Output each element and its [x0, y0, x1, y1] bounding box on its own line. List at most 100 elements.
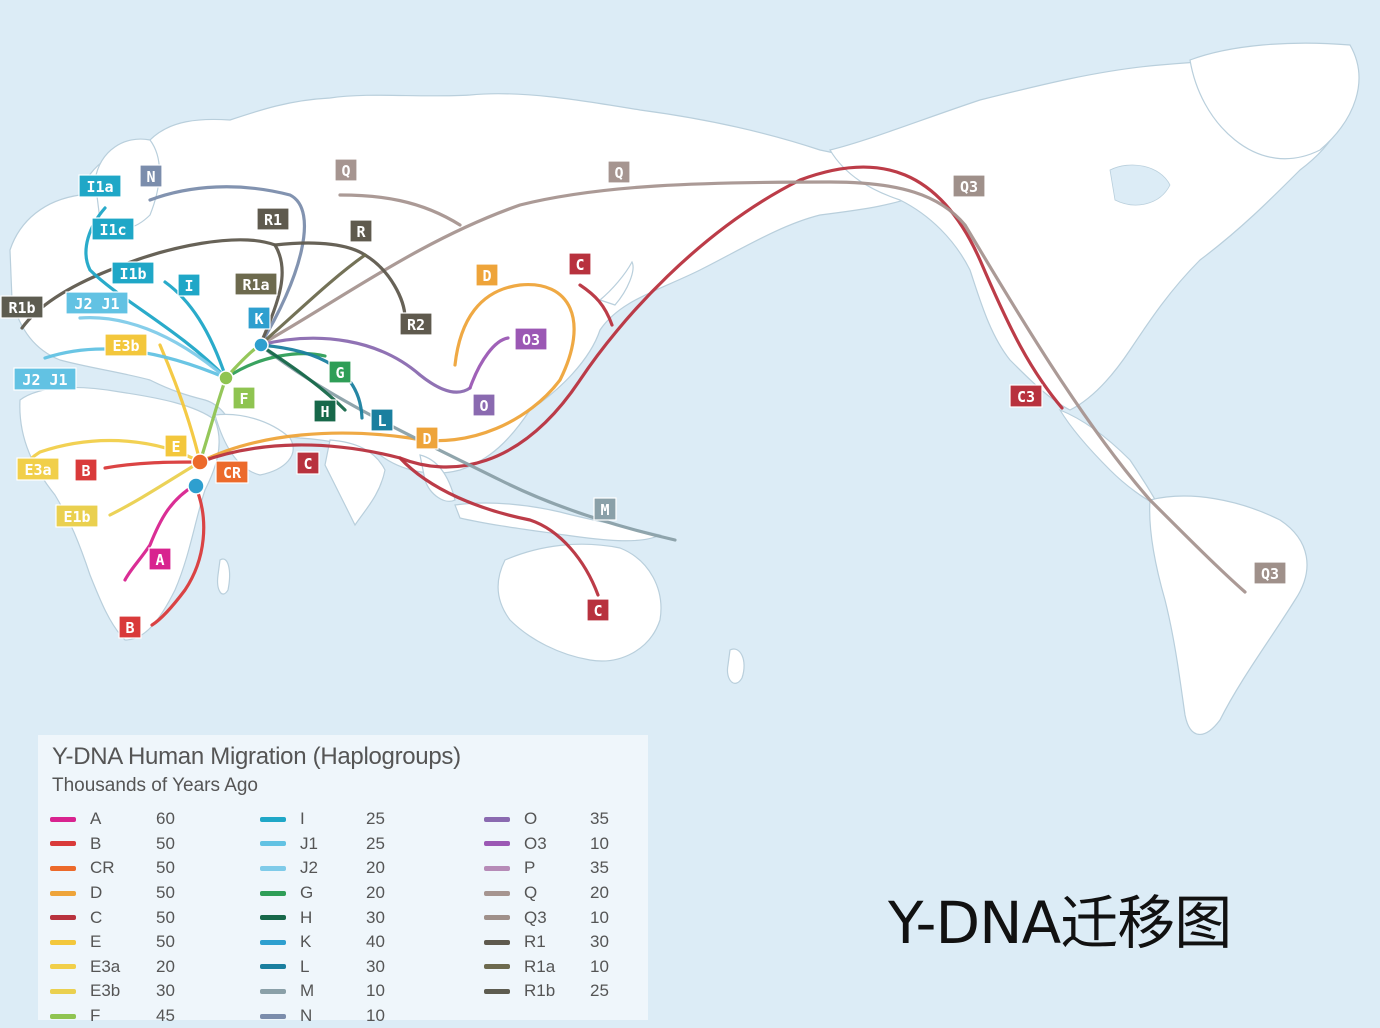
haplogroup-label-o: O [472, 393, 496, 417]
route-q-west [338, 193, 462, 227]
legend-item-value: 10 [366, 981, 385, 1001]
label-box [514, 327, 548, 351]
label-text: Q3 [1261, 565, 1279, 583]
legend-item-name: N [300, 1006, 313, 1026]
label-text: M [600, 501, 609, 519]
label-box [164, 434, 188, 458]
legend-item-value: 50 [156, 932, 175, 952]
legend-item-name: E3a [90, 956, 121, 976]
legend-item-name: I [300, 809, 305, 829]
legend-swatch [50, 939, 76, 945]
legend-swatch [260, 890, 286, 896]
legend-item-value: 30 [156, 981, 175, 1001]
label-box [593, 497, 617, 521]
haplogroup-label-r2: R2 [399, 312, 433, 336]
legend-item: I 25 [260, 807, 406, 832]
route-c-asia [198, 165, 1064, 469]
label-text: Q [614, 164, 623, 182]
label-box [349, 219, 373, 243]
label-text: D [482, 267, 491, 285]
legend-item-name: Q3 [524, 907, 547, 927]
label-box [13, 367, 77, 391]
legend-swatch [484, 865, 510, 871]
label-box [1253, 561, 1287, 585]
legend-item-value: 50 [156, 883, 175, 903]
legend-item-value: 25 [366, 809, 385, 829]
haplogroup-label-e3b: E3b [104, 333, 148, 357]
legend-swatch [484, 964, 510, 970]
legend-item-name: R1 [524, 932, 546, 952]
label-text: R [356, 223, 366, 241]
label-text: J2 J1 [22, 371, 67, 389]
haplogroup-label-q1: Q [334, 158, 358, 182]
haplogroup-label-d2: D [415, 426, 439, 450]
label-text: R2 [407, 316, 425, 334]
legend-item-name: C [90, 907, 103, 927]
haplogroup-label-e1b: E1b [55, 504, 99, 528]
land-masses [9, 42, 1360, 735]
label-box [104, 333, 148, 357]
route-nodes [187, 337, 269, 495]
africa-node [187, 477, 205, 495]
legend-swatch [50, 988, 76, 994]
haplogroup-label-cr: CR [215, 460, 249, 484]
label-box [0, 295, 44, 319]
legend-item-name: R1a [524, 956, 556, 976]
haplogroup-label-j2j1a: J2 J1 [65, 291, 129, 315]
legend-swatch [260, 939, 286, 945]
legend-item-name: R1b [524, 981, 556, 1001]
haplogroup-label-o3: O3 [514, 327, 548, 351]
label-text: E3a [24, 461, 51, 479]
label-text: J2 J1 [74, 295, 119, 313]
label-box [65, 291, 129, 315]
legend-swatch [260, 988, 286, 994]
haplogroup-label-g: G [328, 360, 352, 384]
label-box [177, 273, 201, 297]
haplogroup-label-m: M [593, 497, 617, 521]
haplogroup-label-i1c: I1c [91, 217, 135, 241]
haplogroup-label-i: I [177, 273, 201, 297]
arabia-land [214, 413, 294, 476]
haplogroup-label-e: E [164, 434, 188, 458]
haplogroup-label-j2j1b: J2 J1 [13, 367, 77, 391]
k-node [253, 337, 269, 353]
legend-swatch [50, 841, 76, 847]
legend-item-name: CR [90, 858, 115, 878]
label-text: C3 [1017, 388, 1035, 406]
legend-item-name: O [524, 809, 538, 829]
f-node [218, 370, 234, 386]
legend-item-name: M [300, 981, 315, 1001]
route-c-north [578, 283, 614, 327]
legend-swatch [50, 865, 76, 871]
route-n [148, 185, 306, 347]
legend-item-name: E3b [90, 981, 121, 1001]
legend-item-value: 30 [366, 907, 385, 927]
legend-item-name: J1 [300, 833, 318, 853]
legend-item-name: P [524, 858, 536, 878]
legend-swatch [260, 816, 286, 822]
legend-title: Y-DNA Human Migration (Haplogroups) [52, 743, 461, 770]
label-box [475, 263, 499, 287]
legend-item-value: 10 [366, 1006, 385, 1026]
legend-swatch [50, 816, 76, 822]
japan-land [598, 260, 634, 306]
label-box [234, 272, 278, 296]
legend-swatch [50, 964, 76, 970]
label-box [215, 460, 249, 484]
route-i [84, 206, 228, 380]
legend-item-name: D [90, 883, 103, 903]
legend-item: N 10 [260, 1004, 406, 1028]
haplogroup-label-r1a: R1a [234, 272, 278, 296]
legend-swatch [484, 816, 510, 822]
haplogroup-label-d1: D [475, 263, 499, 287]
